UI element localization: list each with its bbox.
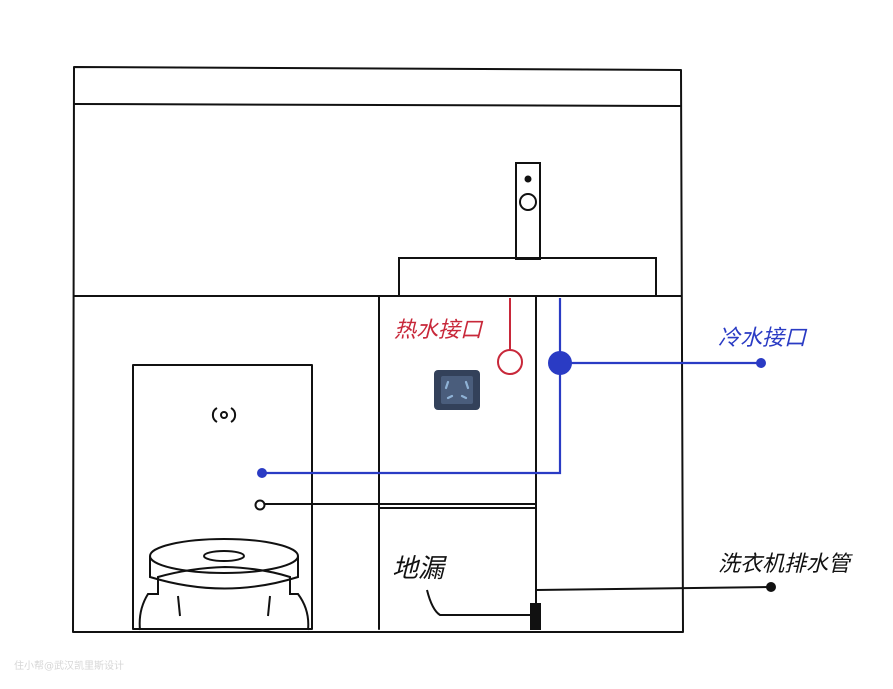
floor-drain-label: 地漏 [392, 554, 445, 584]
top-shelf-line [73, 103, 682, 107]
washer-drain-inlet [254, 499, 266, 511]
wash-basin [398, 257, 657, 297]
faucet-icon [515, 162, 541, 260]
cold-water-label: 冷水接口 [718, 326, 807, 351]
cold-water-end [756, 358, 766, 368]
appliance-box [132, 364, 313, 630]
washer-drain-end [766, 582, 776, 592]
robot-vacuum-icon [138, 538, 310, 631]
watermark: 住小帮@武汉凯里斯设计 [14, 661, 124, 672]
washer-drain-pipe [535, 586, 771, 591]
cabinet-frame [72, 66, 684, 633]
washer-cold-inlet [257, 468, 267, 478]
hot-water-label: 热水接口 [394, 318, 483, 343]
cold-water-valve [548, 351, 572, 375]
floor-drain-pipe [530, 603, 541, 630]
floor-drain-leader [426, 589, 530, 616]
washer-drain-label: 洗衣机排水管 [718, 552, 851, 577]
hot-water-pipe [497, 298, 523, 375]
socket-icon [434, 370, 480, 410]
power-button-icon [211, 407, 237, 423]
